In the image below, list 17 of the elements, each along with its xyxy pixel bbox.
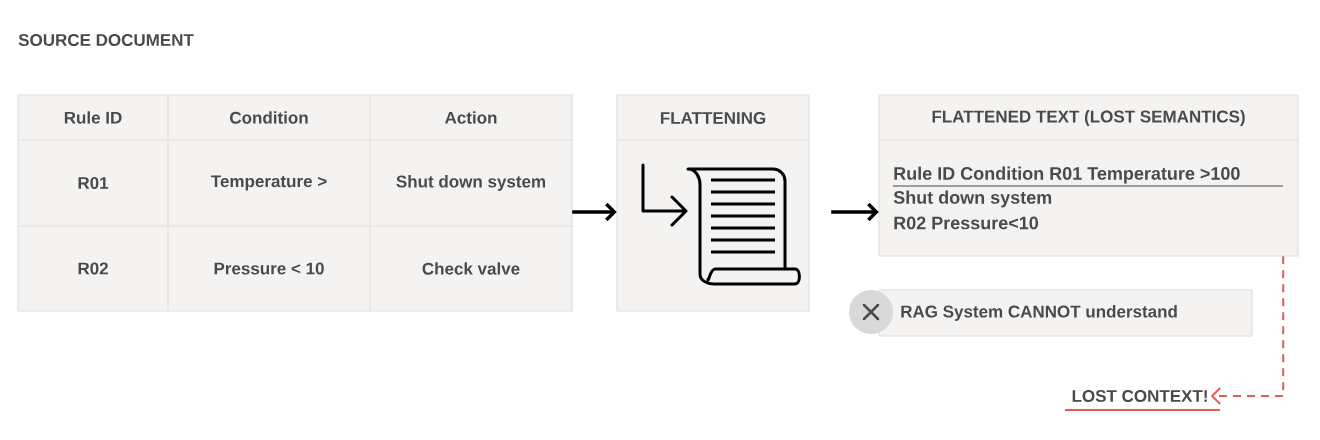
table-cell: Shut down system — [396, 175, 546, 191]
table-cell: Action — [445, 111, 497, 124]
process-box: FLATTENING — [616, 94, 810, 312]
warning-text: LOST CONTEXT! — [1064, 390, 1221, 411]
table-cell: Pressure < 10 — [214, 262, 324, 275]
table-cell: Temperature > — [211, 175, 327, 191]
arrow — [572, 202, 617, 222]
note-box: RAG System CANNOT understand — [878, 289, 1253, 337]
table-cell: R01 — [78, 177, 109, 190]
table-cell: Condition — [230, 111, 308, 124]
arrow — [1210, 255, 1285, 405]
arrow — [831, 202, 879, 222]
text-box: FLATTENED TEXT (LOST SEMANTICS) Rule ID Condition R01 Temperature >100 Shut down system R02 Pressure<10 — [878, 94, 1299, 257]
table-cell: R02 — [78, 262, 108, 275]
table-cell: Rule ID — [64, 111, 122, 124]
node-label: SOURCE DOCUMENT — [18, 33, 194, 47]
table-cell: Check valve — [422, 262, 520, 275]
